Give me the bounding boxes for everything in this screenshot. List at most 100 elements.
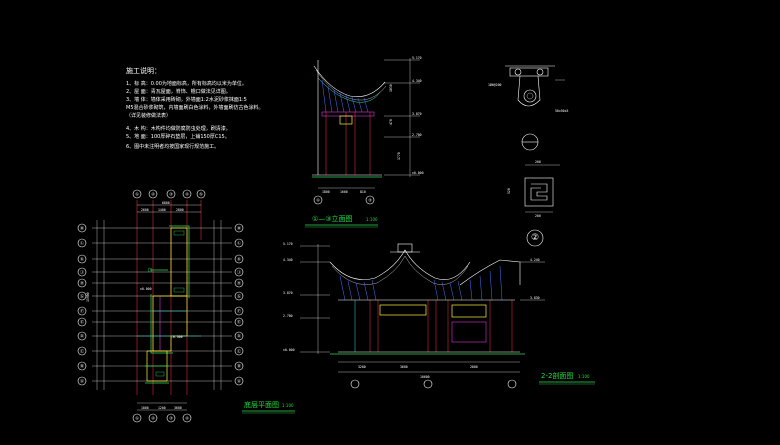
- elevation-scale: 1:100: [366, 217, 378, 222]
- elev-level-4: 2.700: [412, 133, 422, 137]
- elev-level-3: 3.870: [412, 112, 422, 116]
- section-roof-main: [329, 249, 471, 280]
- section-dim-3: 2800: [470, 365, 478, 369]
- axis-right-9: Ⓓ: [237, 333, 241, 339]
- section-left-levels: 5.170 4.340 3.870 2.700 ±0.000: [283, 242, 330, 354]
- plan-dim-top-3: 2800: [176, 208, 184, 212]
- axis-top-3: ③: [169, 192, 173, 197]
- elev-dim-1: 1800: [322, 190, 330, 194]
- axis-bottom-4: ④: [185, 416, 189, 421]
- section-roof-secondary: [459, 259, 521, 286]
- section-dim-2: 3600: [400, 365, 408, 369]
- section-roof-hatch: [339, 275, 463, 301]
- axis-left-7: Ⓕ: [80, 308, 84, 314]
- elev-level-2: 4.340: [412, 79, 422, 83]
- axis-bottom-3: ③: [169, 416, 173, 421]
- section-level-3: 3.870: [283, 291, 293, 295]
- axis-right-8: Ⓔ: [237, 319, 241, 325]
- axis-right-3: Ⓚ: [237, 256, 241, 262]
- section-dim-total: 10600: [420, 375, 430, 379]
- plan-dim-top-total: 6800: [162, 201, 170, 205]
- section-title: 2-2剖面图: [541, 371, 573, 380]
- axis-top-5: ⑤: [199, 192, 203, 197]
- detail-bracket: 1Ø6@200 50x50x5: [488, 65, 569, 151]
- axis-right-1: Ⓜ: [237, 225, 241, 231]
- elev-level-marks: 5.170 4.340 3.870 2.700 ±0.000 1030 470 …: [384, 56, 424, 177]
- plan-axis-left: Ⓜ Ⓛ Ⓚ Ⓙ Ⓗ Ⓖ Ⓕ Ⓔ Ⓓ Ⓒ Ⓑ Ⓐ: [77, 223, 87, 386]
- axis-right-6: Ⓖ: [237, 293, 241, 299]
- detail-note-1: 1Ø6@200: [488, 82, 502, 87]
- plan-dim-bottom-1: 1800: [141, 406, 149, 410]
- plan-dim-top-2: 1400: [158, 208, 166, 212]
- elev-side-2: 470: [389, 119, 393, 125]
- elev-level-1: 5.170: [412, 56, 422, 60]
- detail-dim-3: 200: [535, 214, 541, 218]
- axis-right-11: Ⓑ: [237, 363, 241, 369]
- axis-left-11: Ⓑ: [80, 363, 84, 369]
- section-level-4: 2.700: [283, 314, 293, 318]
- note-item-4: M5混合砂浆砌筑，内墙面刷白色涂料，外墙面刷仿古色涂料。: [126, 104, 264, 111]
- note-item-7: 5、地 面：100厚碎石垫层，上铺150厚C15。: [126, 133, 230, 140]
- axis-right-12: Ⓐ: [237, 378, 241, 384]
- axis-right-5: Ⓗ: [237, 280, 241, 286]
- elevation-title: ①—③立面图: [312, 214, 353, 223]
- note-item-3: 3、墙 体：墙体采用砖砌，外墙面1:2水泥砂浆抹面1:5: [126, 96, 247, 103]
- plan-dim-bottom-2: 1200: [158, 406, 166, 410]
- plan-level-2: ±0.000: [140, 287, 152, 291]
- side-elevation: 5.170 4.340 3.870 2.700 ±0.000 1030 470 …: [305, 56, 424, 228]
- section-right-level-1: 4.240: [530, 258, 540, 262]
- note-item-6: 4、木 构：木构件均做防腐防虫处理，刷清漆。: [126, 125, 231, 132]
- note-item-8: 6、图中未注明者均按国家现行规范施工。: [126, 143, 219, 150]
- details: 1Ø6@200 50x50x5 200 520 200 ②: [488, 65, 569, 247]
- plan-axis-top: ① ② ③ ④ ⑤: [132, 189, 206, 199]
- axis-top-2: ②: [151, 192, 155, 197]
- section-dim-1: 3200: [358, 365, 366, 369]
- axis-top-4: ④: [185, 192, 189, 197]
- detail-lattice: 200 520 200 ②: [507, 160, 560, 247]
- elev-level-5: ±0.000: [412, 171, 424, 175]
- construction-notes: 施工说明： 1、标 高：0.00为地面标高，所有标高均以米为单位。 2、屋 面：…: [126, 66, 264, 150]
- section-level-5: ±0.000: [283, 348, 295, 352]
- axis-left-1: Ⓜ: [80, 225, 84, 231]
- elev-roof-curve: [313, 65, 386, 97]
- axis-left-8: Ⓔ: [80, 319, 84, 325]
- plan-grid-horizontal: [92, 227, 232, 382]
- plan-dim-bottom-3: 3600: [174, 406, 182, 410]
- section-2-2: 5.170 4.340 3.870 2.700 ±0.000 4.240 3.8…: [283, 242, 595, 389]
- plan-dim-top-1: 2600: [141, 208, 149, 212]
- plan-scale: 1:100: [282, 403, 294, 408]
- plan-walls: [137, 225, 201, 384]
- elev-rafter-hatch: [321, 79, 369, 113]
- plan-axis-bottom: ① ② ③ ④: [132, 413, 192, 423]
- elev-axis-3: ③: [368, 198, 372, 203]
- axis-bottom-1: ①: [135, 416, 139, 421]
- axis-top-1: ①: [135, 192, 139, 197]
- plan-dimensions: 6800 2600 1400 2800 1800 1200 3600 15900…: [86, 201, 222, 411]
- detail-label-2: ②: [531, 233, 539, 243]
- section-right-level-2: 3.830: [530, 296, 540, 300]
- axis-left-10: Ⓒ: [80, 348, 84, 354]
- elev-dim-2: 1600: [340, 190, 348, 194]
- axis-left-4: Ⓙ: [80, 269, 84, 275]
- axis-left-5: Ⓗ: [80, 280, 84, 286]
- notes-heading: 施工说明：: [126, 66, 161, 75]
- elev-axis-1: ①: [316, 198, 320, 203]
- axis-left-3: Ⓚ: [80, 256, 84, 262]
- axis-right-7: Ⓕ: [237, 308, 241, 314]
- detail-dim-1: 200: [535, 160, 541, 164]
- plan-title: 底层平面图: [244, 400, 279, 409]
- detail-note-2: 50x50x5: [555, 109, 569, 113]
- section-level-2: 4.340: [283, 258, 293, 262]
- axis-left-9: Ⓓ: [80, 333, 84, 339]
- detail-dim-2: 520: [507, 188, 511, 194]
- section-level-1: 5.170: [283, 242, 293, 246]
- note-item-5: （详见装修做法表）: [126, 112, 171, 119]
- axis-left-2: Ⓛ: [80, 240, 84, 246]
- elev-side-3: 1770: [397, 152, 401, 160]
- axis-left-12: Ⓐ: [80, 378, 84, 384]
- plan-level-1: -0.300: [171, 335, 183, 339]
- section-scale: 1:100: [578, 374, 590, 379]
- axis-right-10: Ⓒ: [237, 348, 241, 354]
- note-item-2: 2、屋 面：青瓦屋面，脊饰、檐口做法见详图。: [126, 88, 231, 95]
